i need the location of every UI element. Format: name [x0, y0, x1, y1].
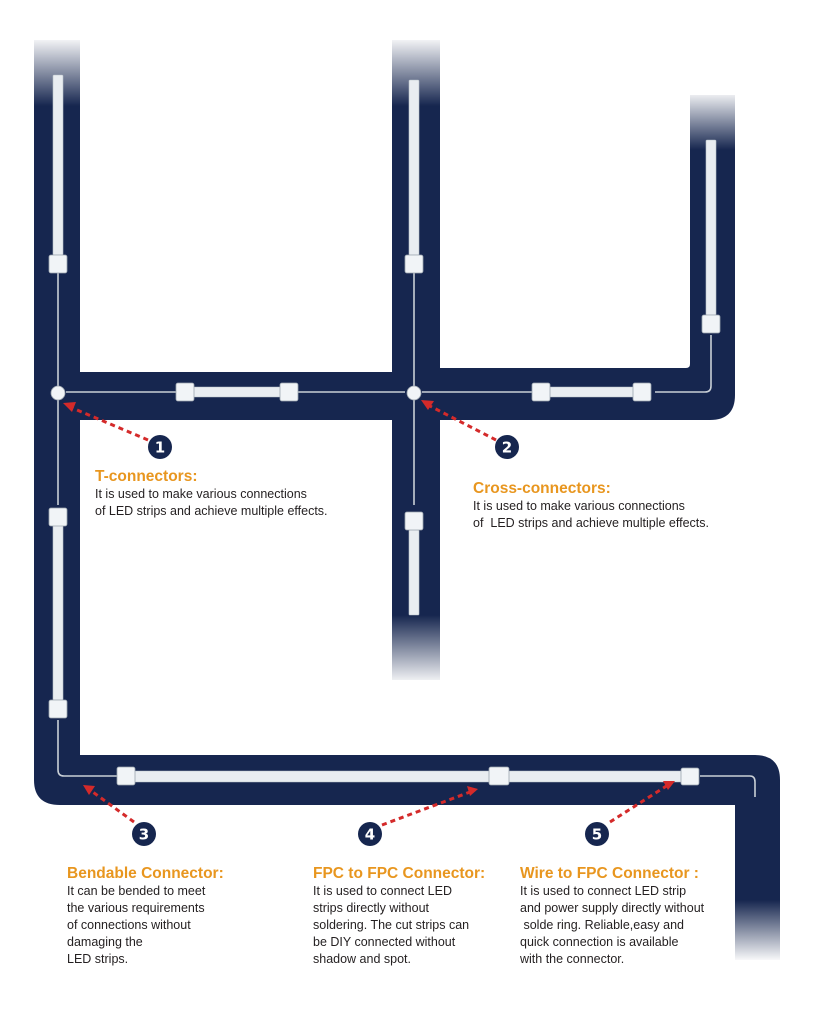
fade-bottom-right — [731, 900, 784, 962]
marker-3-label: 3 — [139, 826, 149, 844]
t-connector-hub — [50, 385, 66, 401]
cross-connector-line: It is used to make various connections — [473, 499, 685, 513]
wire-to-fpc-heading: Wire to FPC Connector : — [520, 865, 699, 882]
connector-block — [531, 382, 551, 402]
connector-block — [488, 766, 510, 786]
marker-4: 4 — [358, 822, 382, 846]
arrow-5 — [609, 783, 669, 824]
cross-connector-heading: Cross-connectors: — [473, 480, 611, 497]
fpc-to-fpc-line: be DIY connected without — [313, 935, 456, 949]
bendable-connector-line: damaging the — [67, 935, 143, 949]
wire-to-fpc-line: quick connection is available — [520, 935, 679, 949]
connector-block — [680, 767, 700, 786]
arrow-head-2 — [421, 400, 434, 410]
connector-blocks — [48, 254, 721, 786]
arrow-head-1 — [63, 402, 76, 412]
connector-block — [48, 507, 68, 527]
led-strip-left-lower — [52, 519, 64, 701]
bendable-connector-heading: Bendable Connector: — [67, 865, 224, 882]
bendable-connector-line: the various requirements — [67, 901, 205, 915]
fpc-to-fpc-line: strips directly without — [313, 901, 430, 915]
connector-block — [404, 254, 424, 274]
t-connector-heading: T-connectors: — [95, 468, 198, 485]
led-strip-bottom — [129, 770, 691, 783]
connector-block — [48, 254, 68, 274]
wire-power-lead — [700, 775, 756, 797]
connector-block — [404, 511, 424, 531]
cross-connector-line: of LED strips and achieve multiple effec… — [473, 516, 709, 530]
connector-block — [701, 314, 721, 334]
led-strip-middle-upper — [408, 79, 420, 256]
arrow-3 — [89, 788, 135, 824]
wire-left-bend — [57, 720, 118, 777]
fpc-to-fpc-heading: FPC to FPC Connector: — [313, 865, 486, 882]
bendable-connector-line: It can be bended to meet — [67, 884, 206, 898]
led-strip-horizontal-right — [539, 386, 646, 398]
connector-block — [632, 382, 652, 402]
led-strip-horizontal-left — [189, 386, 291, 398]
bendable-connector-line: of connections without — [67, 918, 191, 932]
marker-1: 1 — [148, 435, 172, 459]
arrow-head-4 — [467, 786, 478, 796]
marker-3: 3 — [132, 822, 156, 846]
fpc-to-fpc-line: It is used to connect LED — [313, 884, 452, 898]
marker-2-label: 2 — [502, 439, 512, 457]
connector-block — [175, 382, 195, 402]
marker-1-label: 1 — [155, 439, 165, 457]
t-connector-line: It is used to make various connections — [95, 487, 307, 501]
arrow-heads — [63, 400, 675, 796]
bendable-connector-callout: Bendable Connector: It can be bended to … — [67, 864, 224, 968]
cross-connector-callout: Cross-connectors: It is used to make var… — [473, 479, 709, 532]
led-strip-left-upper — [52, 74, 64, 256]
wire-to-fpc-line: It is used to connect LED strip — [520, 884, 687, 898]
wire-to-fpc-line: with the connector. — [520, 952, 625, 966]
bendable-connector-line: LED strips. — [67, 952, 129, 966]
wire-to-fpc-callout: Wire to FPC Connector : It is used to co… — [520, 864, 704, 968]
t-connector-callout: T-connectors: It is used to make various… — [95, 467, 328, 520]
fpc-to-fpc-callout: FPC to FPC Connector: It is used to conn… — [313, 864, 485, 968]
cross-connector-hub — [406, 385, 422, 401]
connector-block — [279, 382, 299, 402]
fpc-to-fpc-line: shadow and spot. — [313, 952, 411, 966]
fpc-to-fpc-line: soldering. The cut strips can — [313, 918, 470, 932]
connector-block — [116, 766, 136, 786]
callout-arrows — [69, 403, 669, 827]
arrow-head-5 — [663, 781, 675, 790]
arrow-4 — [381, 790, 471, 827]
marker-2: 2 — [495, 435, 519, 459]
fade-bottom-middle — [388, 615, 444, 685]
connector-block — [48, 699, 68, 719]
led-strips — [52, 74, 717, 783]
wire-to-fpc-line: and power supply directly without — [520, 901, 705, 915]
marker-5-label: 5 — [592, 826, 602, 844]
led-strip-middle-lower — [408, 529, 420, 616]
track-background — [34, 40, 780, 960]
t-connector-line: of LED strips and achieve multiple effec… — [95, 504, 328, 518]
wire-right-bend — [655, 335, 712, 393]
arrow-2 — [427, 403, 497, 442]
marker-5: 5 — [585, 822, 609, 846]
arrow-head-3 — [83, 785, 95, 795]
led-strip-right-upper — [705, 139, 717, 316]
marker-4-label: 4 — [365, 826, 375, 844]
wire-to-fpc-line: solde ring. Reliable,easy and — [520, 918, 684, 932]
